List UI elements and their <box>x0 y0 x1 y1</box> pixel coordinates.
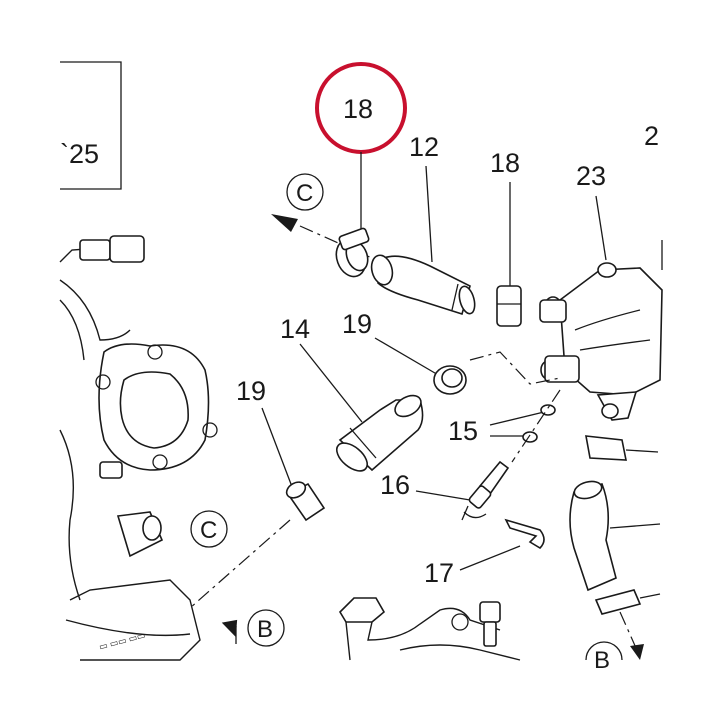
flow-line-b-bottom <box>189 519 291 609</box>
hose-clamp-18-right <box>496 285 522 327</box>
callout-18-highlighted: 18 <box>343 94 373 124</box>
coolant-hose-14 <box>335 394 424 472</box>
leader-16 <box>415 490 471 501</box>
leader-14 <box>299 343 363 423</box>
callout-16: 16 <box>380 470 410 500</box>
reference-c-top: C <box>296 180 313 207</box>
callout-14: 14 <box>280 314 310 344</box>
callout-17: 17 <box>424 558 454 588</box>
reference-b-bottom: B <box>257 616 273 643</box>
reference-circle-c-top <box>286 173 324 211</box>
hose-clamp-18-top <box>335 227 370 278</box>
hose-clamp-19-left <box>285 481 326 522</box>
reference-circle-c-left <box>190 510 228 548</box>
casting-mark: ▭ ▭▭ ▭▭ <box>98 630 146 652</box>
flow-line-sensor <box>511 389 561 463</box>
sealing-washers-15 <box>522 404 556 443</box>
leader-17 <box>459 545 521 571</box>
hose-clamp-19-mid <box>433 365 467 395</box>
reference-circle-b-right <box>585 641 623 661</box>
arrowhead-c-top <box>271 214 298 232</box>
coolant-hose-12 <box>370 254 476 316</box>
thermostat-housing-23 <box>539 240 663 421</box>
engine-block-left: ▭ ▭▭ ▭▭ <box>59 235 218 661</box>
reference-b-right: B <box>594 647 610 674</box>
callout-18-right: 18 <box>490 148 520 178</box>
leader-12 <box>425 165 433 263</box>
leader-19-mid <box>374 337 441 377</box>
callout-19-mid: 19 <box>342 309 372 339</box>
reference-circle-b-bottom <box>247 609 285 647</box>
callout-2: 2 <box>644 121 659 151</box>
inset-box-25 <box>60 61 122 190</box>
arrowhead-b-right <box>630 644 644 660</box>
callout-12: 12 <box>409 132 439 162</box>
coolant-hose-lower-right <box>569 435 661 615</box>
arrowhead-b-bottom <box>221 619 238 638</box>
leader-23 <box>595 195 607 261</box>
temperature-sensor-16 <box>461 460 510 521</box>
leader-19-left <box>261 407 295 493</box>
retaining-clip-17 <box>504 518 545 550</box>
engine-block-bottom <box>338 597 521 661</box>
callout-23: 23 <box>576 161 606 191</box>
leader-15a <box>489 411 545 426</box>
flow-line-b-right <box>619 611 637 649</box>
callout-25: `25 <box>60 139 99 169</box>
reference-c-left: C <box>200 517 217 544</box>
flow-line-housing <box>469 351 561 385</box>
callout-19-left: 19 <box>236 376 266 406</box>
callout-15: 15 <box>448 416 478 446</box>
